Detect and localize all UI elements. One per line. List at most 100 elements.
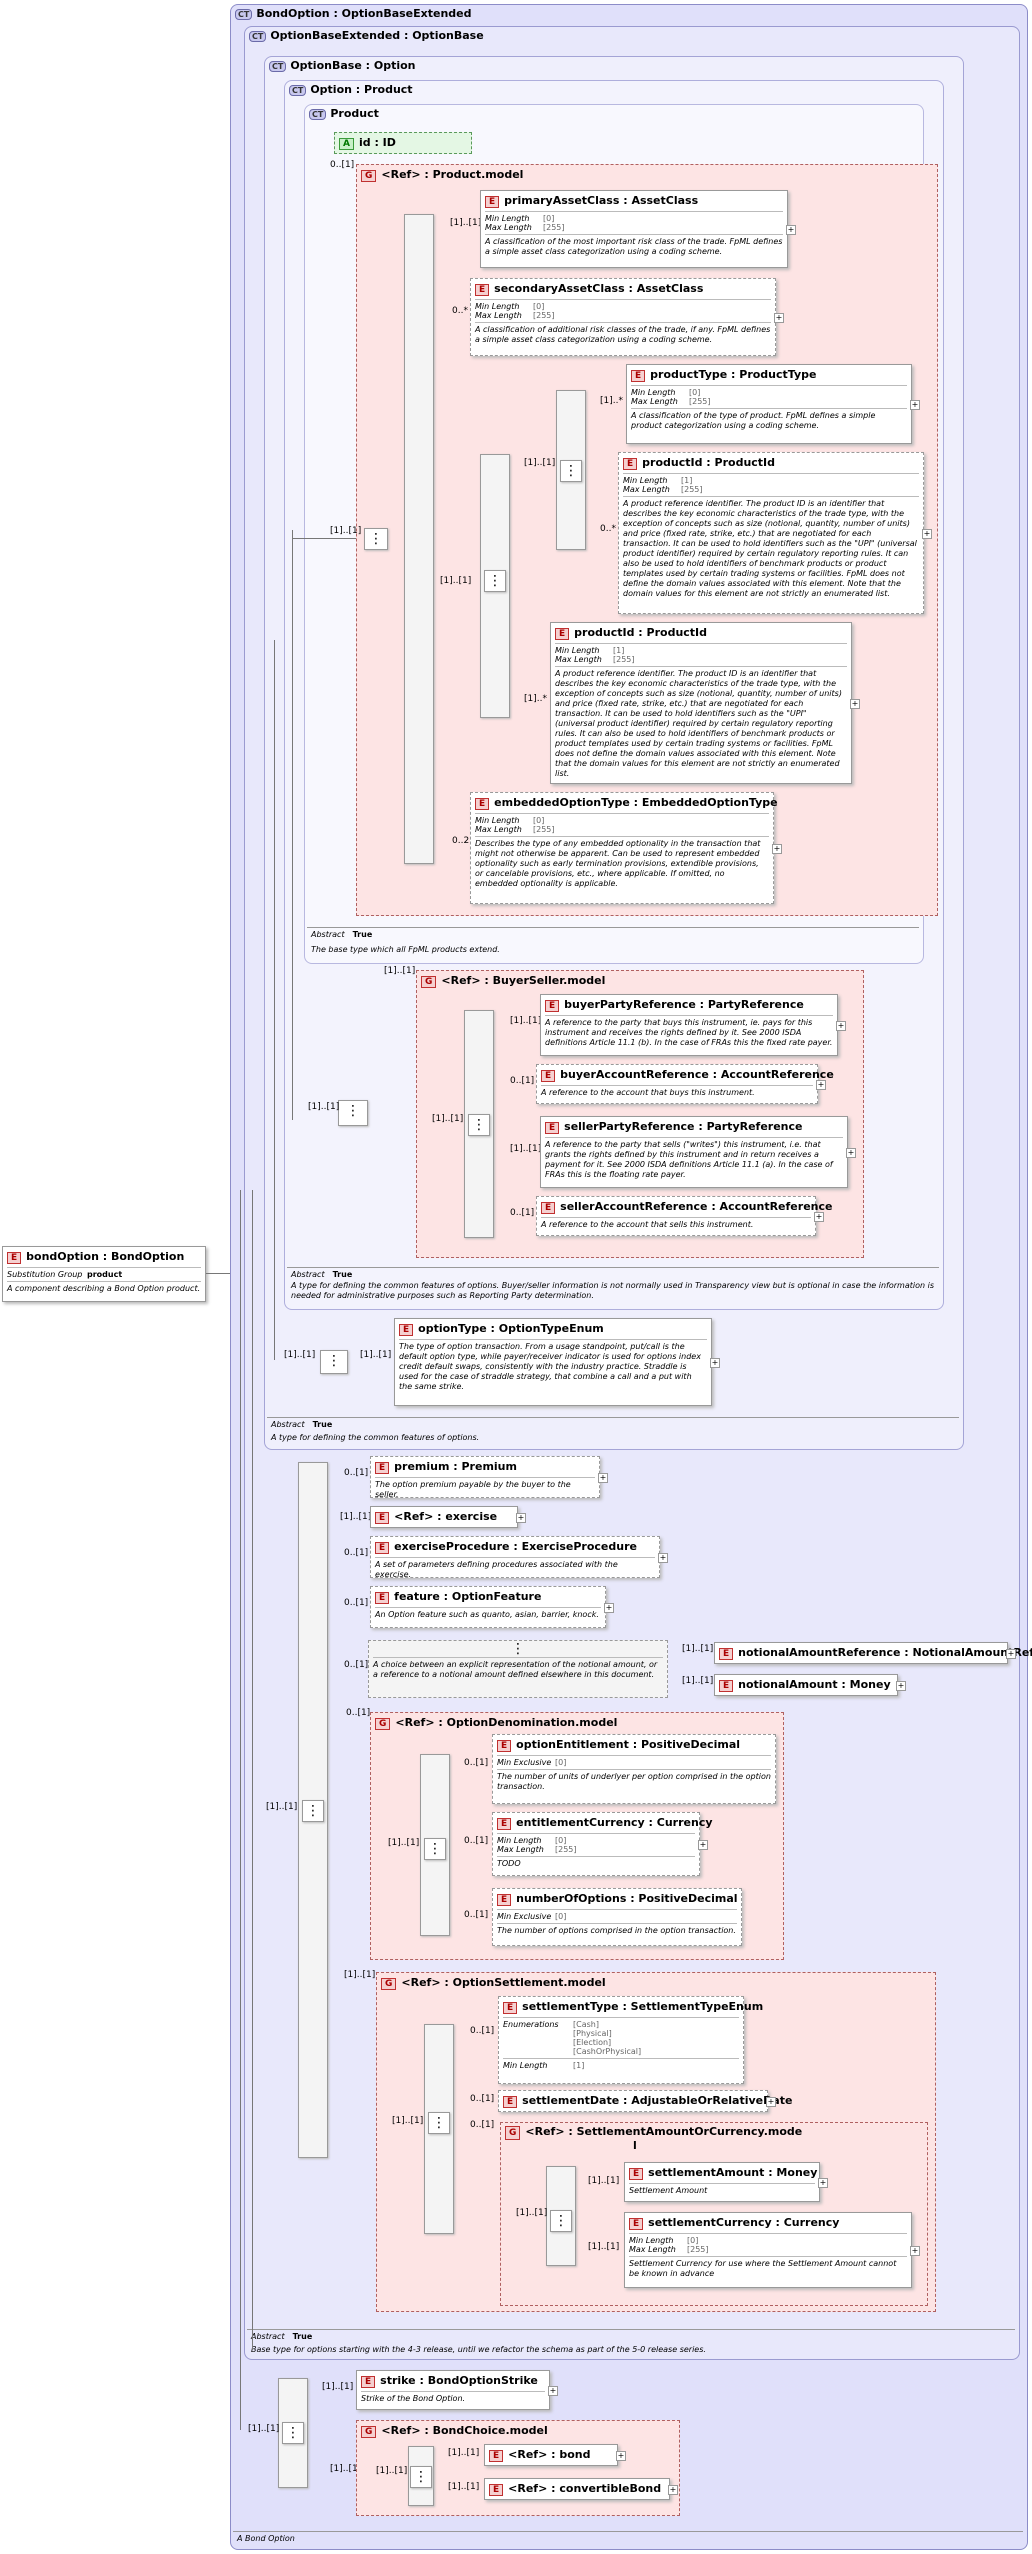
element-convertibleBond[interactable]: E<Ref> : convertibleBond + [484, 2478, 678, 2500]
element-description: A reference to the account that sells th… [541, 1217, 811, 1234]
expand-icon[interactable]: + [922, 529, 932, 539]
expand-icon[interactable]: + [774, 313, 784, 323]
element-name: notionalAmount : Money [738, 1678, 891, 1691]
element-name: notionalAmountReference : NotionalAmount… [738, 1646, 1032, 1659]
expand-icon[interactable]: + [896, 1681, 906, 1691]
sequence-icon[interactable]: ⋮ [424, 1838, 446, 1860]
expand-icon[interactable]: + [668, 2485, 678, 2495]
expand-icon[interactable]: + [910, 2246, 920, 2256]
enum-list: [Cash] [Physical] [Election] [CashOrPhys… [573, 2020, 642, 2056]
cardinality: [1]..[1] [588, 2242, 620, 2252]
element-badge: E [497, 1818, 512, 1830]
element-badge: E [375, 1462, 390, 1474]
expand-icon[interactable]: + [910, 400, 920, 410]
expand-icon[interactable]: + [516, 1513, 526, 1523]
element-badge: E [489, 2484, 504, 2496]
element-name: feature : OptionFeature [394, 1590, 542, 1603]
expand-icon[interactable]: + [772, 844, 782, 854]
substitution-value: product [87, 1270, 123, 1279]
sequence-icon[interactable]: ⋮ [338, 1100, 368, 1126]
expand-icon[interactable]: + [814, 1212, 824, 1222]
expand-icon[interactable]: + [616, 2451, 626, 2461]
cardinality: 0..[1] [510, 1208, 535, 1218]
sequence-icon[interactable]: ⋮ [364, 528, 388, 550]
cardinality: [1]..[1] [682, 1644, 714, 1654]
element-name: settlementAmount : Money [648, 2166, 818, 2179]
element-badge: E [475, 284, 490, 296]
type-title: OptionBase : Option [290, 59, 416, 72]
type-title: BondOption : OptionBaseExtended [256, 7, 472, 20]
sequence-icon[interactable]: ⋮ [550, 2210, 572, 2232]
expand-icon[interactable]: + [604, 1603, 614, 1613]
expand-icon[interactable]: + [846, 1148, 856, 1158]
sequence-icon[interactable]: ⋮ [282, 2422, 304, 2444]
sequence-icon[interactable]: ⋮ [302, 1800, 324, 1822]
element-description: Settlement Currency for use where the Se… [629, 2256, 907, 2283]
choice-icon: ⋮ [511, 1641, 525, 1657]
expand-icon[interactable]: + [818, 2178, 828, 2188]
expand-icon[interactable]: + [1006, 1649, 1016, 1659]
connector [274, 640, 275, 1360]
choice-icon[interactable]: ⋮ [484, 570, 506, 592]
element-description: Strike of the Bond Option. [361, 2391, 545, 2408]
expand-icon[interactable]: + [698, 1840, 708, 1850]
expand-icon[interactable]: + [786, 225, 796, 235]
element-description: A classification of the most important r… [485, 234, 783, 261]
expand-icon[interactable]: + [710, 1358, 720, 1368]
expand-icon[interactable]: + [836, 1021, 846, 1031]
choice-icon[interactable]: ⋮ [410, 2466, 432, 2488]
expand-icon[interactable]: + [598, 1473, 608, 1483]
element-description: The number of units of underlyer per opt… [497, 1769, 771, 1796]
element-name: secondaryAssetClass : AssetClass [494, 282, 704, 295]
connector [206, 1273, 230, 1274]
expand-icon[interactable]: + [548, 2386, 558, 2396]
element-exercise[interactable]: E<Ref> : exercise + [370, 1506, 526, 1528]
element-name: settlementCurrency : Currency [648, 2216, 840, 2229]
sequence-icon[interactable]: ⋮ [320, 1350, 348, 1374]
sequence-icon[interactable]: ⋮ [468, 1114, 490, 1136]
substitution-label: Substitution Group [7, 1270, 83, 1279]
cardinality: 0..[1] [470, 2094, 495, 2104]
cardinality: [1]..[1] [248, 2424, 280, 2434]
ct-badge: CT [235, 9, 253, 20]
expand-icon[interactable]: + [658, 1553, 668, 1563]
expand-icon[interactable]: + [850, 699, 860, 709]
element-bond[interactable]: E<Ref> : bond + [484, 2444, 626, 2466]
expand-icon[interactable]: + [816, 1080, 826, 1090]
cardinality: [1]..[1] [284, 1350, 316, 1360]
sequence-icon[interactable]: ⋮ [560, 460, 582, 482]
choice-notional[interactable]: ⋮ A choice between an explicit represent… [368, 1640, 668, 1698]
cardinality: 0..[1] [344, 1598, 369, 1608]
expand-icon[interactable]: + [766, 2097, 776, 2107]
sequence-icon[interactable]: ⋮ [428, 2112, 450, 2134]
